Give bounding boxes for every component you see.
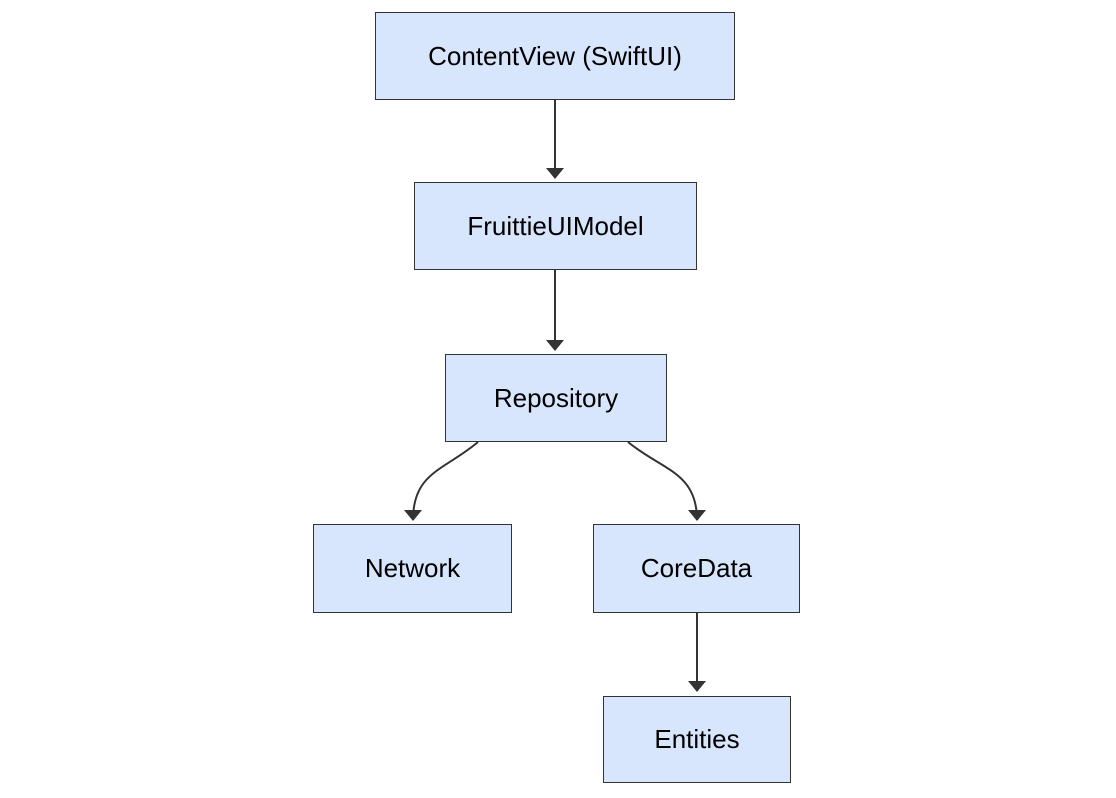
edge-repository-to-network [404,441,479,521]
node-contentview: ContentView (SwiftUI) [375,12,735,100]
node-network: Network [313,524,512,613]
node-coredata-label: CoreData [640,553,753,583]
node-repository-label: Repository [493,382,619,413]
node-contentview-label: ContentView (SwiftUI) [428,40,682,71]
node-fruittieuimodel: FruittieUIModel [414,182,697,270]
node-network-label: Network [364,553,461,583]
node-repository: Repository [445,354,667,442]
node-fruittieuimodel-label: FruittieUIModel [467,210,644,241]
edge-repository-to-coredata [627,441,706,521]
node-coredata: CoreData [593,524,800,613]
node-entities: Entities [603,696,791,783]
node-entities-label: Entities [654,724,740,754]
